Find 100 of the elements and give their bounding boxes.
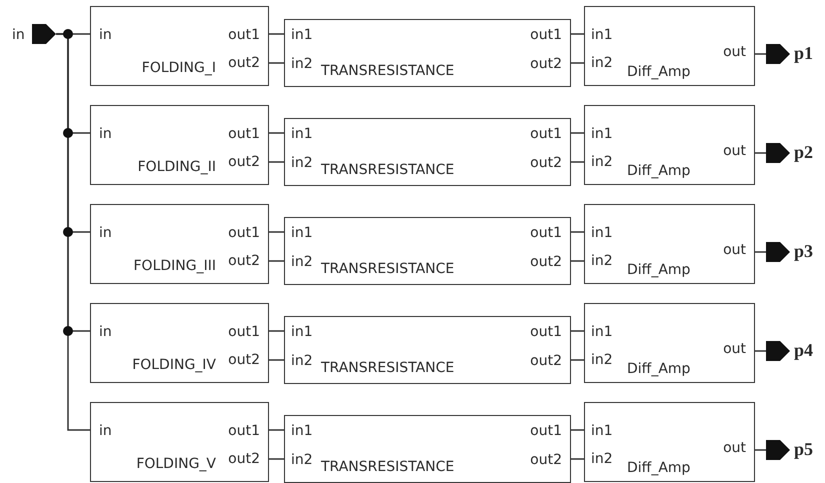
wire [269,132,284,134]
pin-label: out2 [530,253,562,271]
pin-label: in [99,323,112,341]
block-name: Diff_Amp [627,63,690,81]
wire [56,33,90,431]
port-label: in [12,26,25,45]
wire [269,161,284,163]
pin-label: out2 [228,351,260,369]
wire [269,359,284,361]
wire [571,260,584,262]
circuit-block [90,204,269,284]
pin-label: in1 [291,323,313,341]
pin-label: in1 [591,26,613,44]
pin-label: out1 [228,323,260,341]
circuit-block [90,402,269,482]
wire [755,251,766,253]
output-port [766,143,790,163]
block-name: TRANSRESISTANCE [321,161,454,179]
circuit-block [584,303,755,383]
pin-label: in2 [291,154,313,172]
input-port [32,24,56,44]
pin-label: in2 [291,55,313,73]
block-name: Diff_Amp [627,261,690,279]
block-name: TRANSRESISTANCE [321,62,454,80]
circuit-block [584,6,755,86]
pin-label: out1 [228,125,260,143]
pin-label: out1 [530,224,562,242]
wire [269,62,284,64]
circuit-block [284,415,571,483]
wire [571,330,584,332]
wire [571,62,584,64]
block-name: FOLDING_III [134,257,216,275]
wire [269,231,284,233]
pin-label: in1 [591,125,613,143]
block-name: TRANSRESISTANCE [321,260,454,278]
circuit-block [284,316,571,384]
pin-label: in1 [291,422,313,440]
output-port [766,44,790,64]
pin-label: out [723,43,746,61]
pin-label: out1 [530,422,562,440]
wire [269,330,284,332]
pin-label: in2 [591,252,613,270]
pin-label: in2 [591,54,613,72]
pin-label: out1 [228,224,260,242]
pin-label: in1 [291,26,313,44]
pin-label: out [723,142,746,160]
wire [269,33,284,35]
port-label: p2 [794,142,814,162]
port-label: p5 [794,439,814,459]
pin-label: out2 [228,153,260,171]
wire [571,33,584,35]
block-name: FOLDING_I [142,59,216,77]
pin-label: in2 [591,450,613,468]
pin-label: out2 [530,154,562,172]
wire [755,53,766,55]
block-name: TRANSRESISTANCE [321,458,454,476]
wire [269,260,284,262]
wire [755,152,766,154]
pin-label: in1 [591,224,613,242]
wire [571,359,584,361]
circuit-block [584,402,755,482]
wire [755,449,766,451]
pin-label: out2 [228,450,260,468]
port-label: p4 [794,340,814,360]
circuit-block [90,6,269,86]
circuit-block [284,217,571,285]
circuit-block [584,105,755,185]
pin-label: out1 [228,26,260,44]
wire [269,429,284,431]
wire [571,132,584,134]
pin-label: in [99,26,112,44]
block-name: TRANSRESISTANCE [321,359,454,377]
pin-label: in2 [291,253,313,271]
pin-label: out2 [530,451,562,469]
block-name: FOLDING_II [138,158,216,176]
pin-label: in [99,224,112,242]
pin-label: in2 [591,153,613,171]
wire [571,161,584,163]
block-name: FOLDING_IV [132,356,216,374]
pin-label: in1 [291,224,313,242]
block-name: FOLDING_V [136,455,216,473]
wire [269,458,284,460]
circuit-block [284,118,571,186]
block-name: Diff_Amp [627,162,690,180]
pin-label: out [723,340,746,358]
output-port [766,440,790,460]
pin-label: out1 [530,125,562,143]
circuit-block [90,105,269,185]
pin-label: in2 [591,351,613,369]
wire [571,429,584,431]
wire [755,350,766,352]
pin-label: out2 [228,252,260,270]
pin-label: out1 [228,422,260,440]
block-name: Diff_Amp [627,360,690,378]
output-port [766,341,790,361]
pin-label: out2 [530,55,562,73]
pin-label: out [723,241,746,259]
pin-label: in1 [591,422,613,440]
pin-label: out2 [530,352,562,370]
pin-label: out2 [228,54,260,72]
